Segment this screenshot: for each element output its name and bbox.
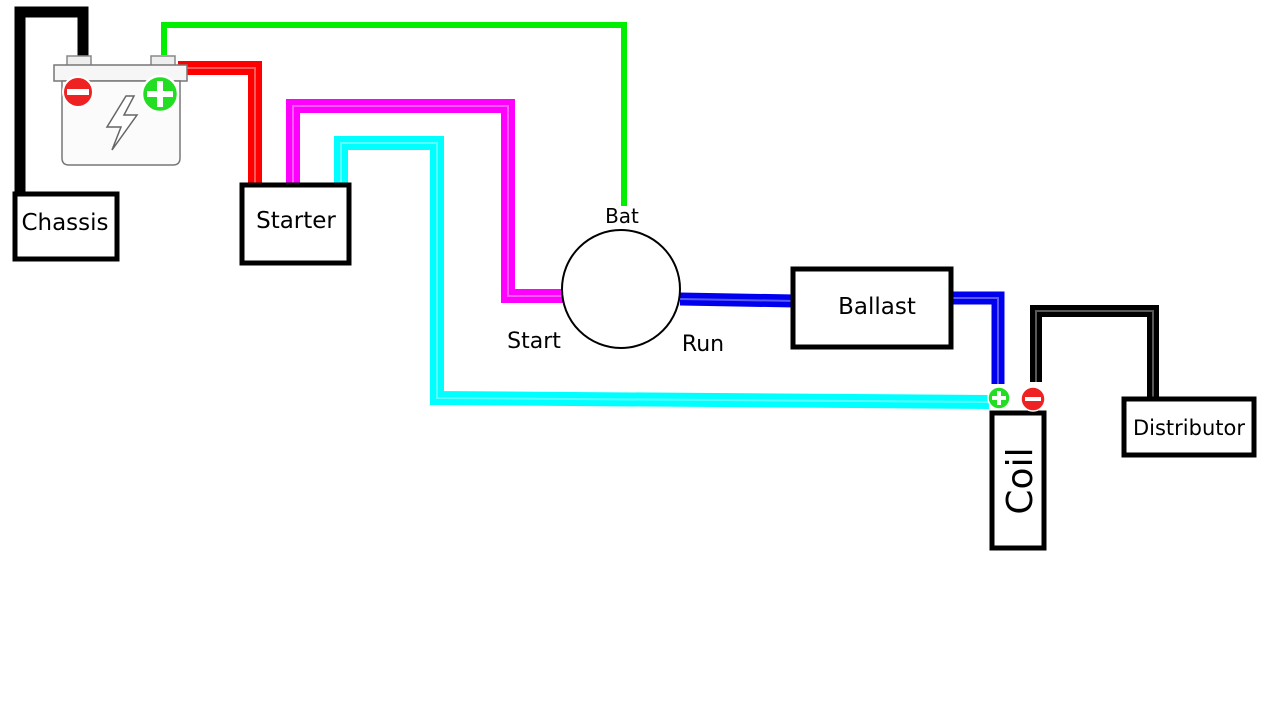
switch-start-label: Start [507,329,561,354]
wire-black-highlight [1035,310,1154,400]
switch-bat-label: Bat [605,204,639,228]
wire-battery-positive-to-starter [178,61,262,190]
ignition-switch: Bat Start Run [507,204,724,357]
wire-magenta-highlight [292,105,563,297]
wire-ballast-to-coil-positive [950,291,1005,384]
chassis-label: Chassis [21,210,108,236]
ballast-label: Ballast [838,294,916,320]
coil-box: Coil [989,410,1047,551]
chassis-box: Chassis [12,191,120,262]
switch-run-label: Run [682,332,724,357]
battery-positive-icon [140,74,180,114]
starter-label: Starter [256,208,336,234]
wire-battery-negative-to-chassis [14,6,89,193]
wire-red-highlight [178,67,256,190]
starter-box: Starter [239,182,352,266]
wire-blue-highlight [679,297,999,384]
distributor-label: Distributor [1133,416,1245,440]
wire-battery-positive-to-bat [161,22,627,206]
wire-coil-negative-to-distributor [1030,305,1159,400]
coil-positive-icon [987,386,1011,410]
wire-cyan-highlight [340,142,990,403]
coil-label: Coil [1000,447,1041,514]
wire-starter-to-coil-positive [334,136,990,409]
distributor-box: Distributor [1121,396,1257,458]
ballast-box: Ballast [790,266,954,350]
coil-negative-icon [1020,386,1046,412]
wire-start-to-starter [286,99,563,303]
wire-run-to-ballast [679,292,796,308]
battery-negative-icon [62,76,94,108]
